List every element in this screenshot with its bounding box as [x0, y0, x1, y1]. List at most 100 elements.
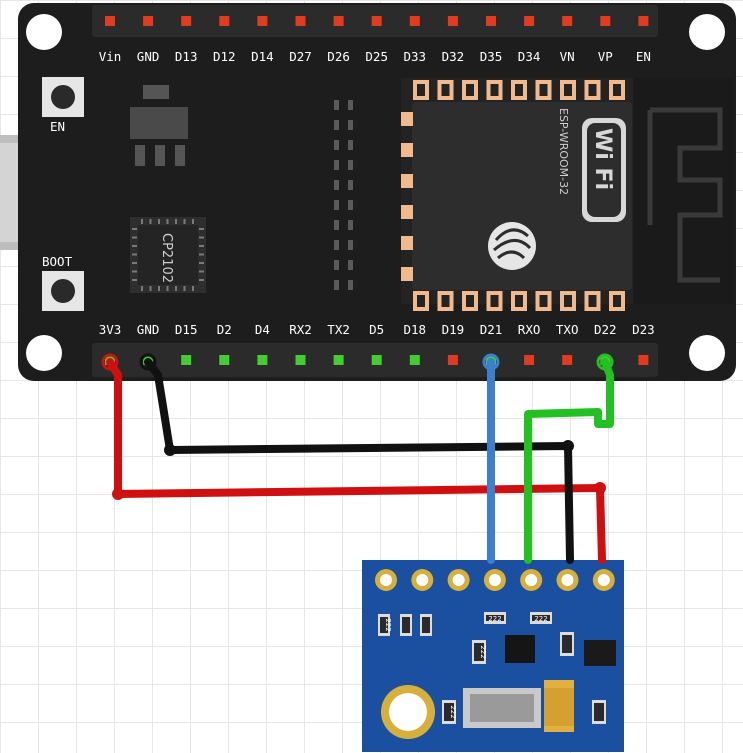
module-side-pad	[401, 143, 413, 157]
en-button[interactable]	[42, 77, 84, 117]
espressif-logo-icon	[488, 222, 536, 270]
bottom-header-pin	[371, 355, 382, 365]
mounting-hole	[689, 14, 725, 50]
top-header-pin	[447, 16, 458, 26]
bottom-pin-label: D15	[175, 322, 198, 337]
bottom-header-pin	[562, 355, 573, 365]
wire-gnd-to-gnd	[144, 358, 574, 564]
top-pin-label: D34	[518, 49, 541, 64]
wire-pin-ring	[139, 353, 157, 371]
top-header-pin	[257, 16, 268, 26]
top-pin-label: VN	[560, 49, 575, 64]
module-side-pad	[401, 236, 413, 250]
wire-joint	[594, 482, 606, 494]
esp-wroom-32-module: ESP-WROOM-32 Wi Fi	[401, 78, 734, 311]
bottom-pin-label: D23	[632, 322, 655, 337]
smd-code-label: 222	[384, 618, 392, 631]
top-pin-label: Vin	[99, 49, 122, 64]
bottom-header-pin	[638, 355, 649, 365]
bottom-header-pin	[409, 355, 420, 365]
antenna-trace	[647, 107, 723, 283]
top-header-pin	[638, 16, 649, 26]
top-pin-label: D32	[442, 49, 465, 64]
top-pin-label: D27	[289, 49, 312, 64]
top-header-pin	[143, 16, 154, 26]
wifi-logo-icon: Wi Fi	[582, 118, 626, 222]
mounting-hole	[26, 14, 62, 50]
smd-code-label: 222	[534, 615, 547, 623]
top-pin-label: D13	[175, 49, 198, 64]
top-pin-label: D14	[251, 49, 274, 64]
en-button-label: EN	[50, 119, 65, 134]
bottom-pin-label: RXO	[518, 322, 541, 337]
top-pin-label: D33	[404, 49, 427, 64]
bottom-pin-label: D22	[594, 322, 617, 337]
bottom-header-pin	[333, 355, 344, 365]
smd-code-label: 222	[479, 645, 487, 658]
wire-pin-ring	[596, 353, 614, 371]
bottom-pin-label: TXO	[556, 322, 579, 337]
top-header-pin	[105, 16, 115, 26]
top-header-pin	[562, 16, 573, 26]
bottom-pin-label: D19	[442, 322, 465, 337]
smd-component-column	[334, 100, 353, 290]
smd-code-label: 222	[488, 615, 501, 623]
wire-pin-ring	[482, 353, 500, 371]
bottom-pin-label: RX2	[289, 322, 312, 337]
top-header-pin	[295, 16, 306, 26]
mounting-hole	[689, 335, 725, 371]
wire-pin-ring	[101, 353, 119, 371]
voltage-regulator	[130, 85, 188, 166]
bottom-header-pin	[447, 355, 458, 365]
bottom-pin-label: TX2	[327, 322, 350, 337]
bottom-header-pin	[181, 355, 192, 365]
cp2102-label: CP2102	[159, 233, 174, 283]
bottom-pin-label: D2	[217, 322, 232, 337]
module-side-pad	[401, 205, 413, 219]
top-pin-label: D25	[365, 49, 388, 64]
wire-joint	[562, 440, 574, 452]
module-side-pad	[401, 174, 413, 188]
top-pin-label: EN	[636, 49, 651, 64]
module-side-pad	[401, 112, 413, 126]
bottom-pin-label: 3V3	[99, 322, 122, 337]
top-header-pin	[371, 16, 382, 26]
top-pin-label: D35	[480, 49, 503, 64]
bottom-header-pin	[257, 355, 268, 365]
cp2102-chip: CP2102	[130, 217, 206, 293]
boot-button-label: BOOT	[42, 254, 73, 269]
top-pin-label: VP	[598, 49, 613, 64]
top-header-pin	[181, 16, 192, 26]
bottom-pin-label: D18	[404, 322, 427, 337]
sensor-module: 222 222 222 222 222	[362, 560, 624, 752]
bottom-header-pin	[295, 355, 306, 365]
bottom-pin-label: D4	[255, 322, 270, 337]
top-header-pin	[219, 16, 230, 26]
bottom-pin-label: D5	[369, 322, 384, 337]
top-header-pin	[486, 16, 496, 26]
wire-joint	[164, 444, 176, 456]
wire-joint	[112, 488, 124, 500]
mounting-hole	[26, 335, 62, 371]
boot-button[interactable]	[42, 271, 84, 311]
top-header-pin	[333, 16, 344, 26]
bottom-pin-label: GND	[137, 322, 160, 337]
top-pin-label: D12	[213, 49, 236, 64]
wires	[101, 353, 614, 564]
svg-text:Wi Fi: Wi Fi	[590, 128, 615, 190]
smd-code-label: 222	[449, 705, 457, 718]
tantalum-capacitor	[544, 680, 574, 732]
sensor-regulator	[584, 640, 616, 666]
top-header-pin	[409, 16, 420, 26]
wire-d22-to-scl	[524, 358, 614, 564]
top-header-pin	[524, 16, 535, 26]
top-pin-label: D26	[327, 49, 350, 64]
bottom-header-pin	[524, 355, 535, 365]
top-pin-label: GND	[137, 49, 160, 64]
top-header-pin	[600, 16, 611, 26]
module-side-pad	[401, 267, 413, 281]
sensor-ic	[505, 635, 535, 663]
bottom-pin-label: D21	[480, 322, 503, 337]
